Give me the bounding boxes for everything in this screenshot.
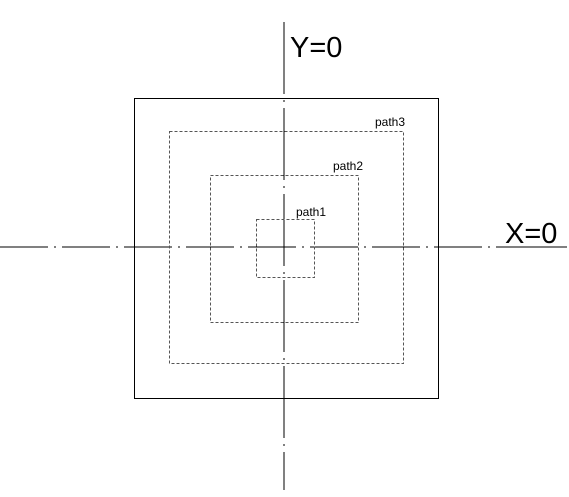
path1-square (256, 219, 315, 278)
y-zero-label: Y=0 (290, 32, 342, 64)
path3-square (169, 131, 404, 364)
path3-label: path3 (375, 115, 405, 129)
x-zero-label: X=0 (505, 218, 557, 250)
path1-label: path1 (296, 205, 326, 219)
path2-label: path2 (333, 159, 363, 173)
path2-square (210, 175, 359, 323)
outer-boundary-square (134, 98, 439, 399)
